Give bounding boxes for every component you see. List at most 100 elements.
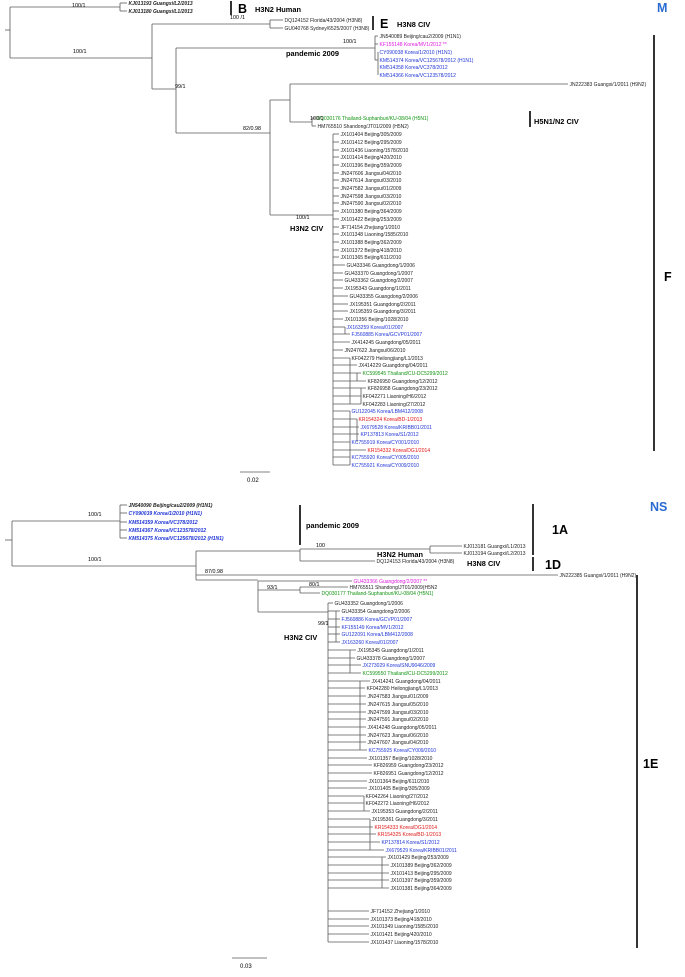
m-leaf-label: JX414229 Guangdong/04/2011 — [359, 363, 428, 369]
m-leaf-label: KM514366 Korea/VC123578/2012 — [380, 73, 457, 79]
ns-leaf-label: KM514375 Korea/VC125678/2012 (H1N1) — [129, 536, 224, 542]
ns-leaf-label: KF826951 Guangdong/12/2012 — [374, 771, 444, 777]
ns-support-h5: 80/1 — [309, 582, 320, 588]
m-leaf-label: JX163259 Korea/01/2007 — [347, 325, 404, 331]
ns-support-civ: 87/0.98 — [205, 569, 223, 575]
ns-leaf-label: JN247599 Jiangsu/03/2010 — [368, 710, 429, 716]
ns-leaf-label: JX195345 Guangdong/1/2011 — [358, 648, 425, 654]
m-support-h3n2civ: 100/1 — [296, 215, 310, 221]
ns-leaf-label: KF155149 Korea/MV1/2012 — [342, 625, 404, 631]
ns-leaf-label: KC599550 Thailand/CU-DC5299/2012 — [363, 671, 448, 677]
m-leaf-label: CY090038 Korea/1/2010 (H1N1) — [380, 50, 453, 56]
m-leaf-label: JX101422 Beijing/253/2009 — [341, 217, 402, 223]
m-leaf-label: JN222383 Guangxi/1/2011 (H9N2) — [570, 82, 647, 88]
m-clade-b-name: H3N2 Human — [255, 5, 301, 14]
ns-leaf-label: GU433366 Guangdong/2/2007 ** — [354, 579, 428, 585]
ns-leaf-label: CY090039 Korea/1/2010 (H1N1) — [129, 511, 203, 517]
m-leaf-label: JX101404 Beijing/305/2009 — [341, 132, 402, 138]
ns-leaf-label: JN540090 Beijing/cau2/2009 (H1N1) — [129, 503, 213, 509]
m-leaf-label: DQ124152 Florida/43/2004 (H3N8) — [285, 18, 363, 24]
m-leaf-label: JX101412 Beijing/295/2009 — [341, 140, 402, 146]
ns-support-human: 100 — [316, 543, 325, 549]
m-support-root: 100/1 — [73, 49, 87, 55]
ns-leaf-label: KF042272 Liaoning/H6/2012 — [366, 801, 430, 807]
ns-leaf-label: KP137814 Korea/S1/2012 — [382, 840, 440, 846]
ns-leaf-label: JN247591 Jiangsu/02/2010 — [368, 717, 429, 723]
m-leaf-label: GU040768 Sydney/6525/2007 (H3N8) — [285, 26, 370, 32]
ns-leaf-label: JN222385 Guangxi/1/2011 (H9N2) — [560, 573, 637, 579]
ns-leaf-label: KJ013194 Guangxi/L2/2013 — [464, 551, 526, 557]
m-leaf-label: GU433355 Guangdong/2/2006 — [350, 294, 419, 300]
panel-ns: JN540090 Beijing/cau2/2009 (H1N1) CY09003… — [5, 500, 667, 970]
ns-clade-1e: 1E — [643, 757, 658, 771]
m-clade-h5n1: H5N1/N2 CIV — [534, 117, 579, 126]
ns-leaf-label: JX101349 Liaoning/1585/2010 — [371, 924, 439, 930]
m-leaf-label: KF826950 Guangdong/12/2012 — [368, 379, 438, 385]
m-leaf-label: JN247598 Jiangsu/03/2010 — [341, 194, 402, 200]
ns-panel-label: NS — [650, 500, 667, 514]
ns-leaf-label: GU433352 Guangdong/1/2006 — [335, 601, 404, 607]
m-leaf-label: JN247606 Jiangsu/04/2010 — [341, 171, 402, 177]
ns-leaf-label: HM765511 Shandong/JT01/2009(H5N2 — [350, 585, 438, 591]
ns-clade-1d: 1D — [545, 558, 561, 572]
ns-leaf-label: KF042280 Heilongjiang/L1/2013 — [367, 686, 439, 692]
m-leaf-label: JX195359 Guangdong/3/2011 — [350, 309, 417, 315]
m-leaf-label: GU122045 Korea/LBM412/2008 — [352, 409, 424, 415]
m-leaf-label: JX679528 Korea/KRIBB01/2011 — [361, 425, 433, 431]
ns-leaf-label: DQ030177 Thailand-Suphanburi/KU-08/04 (H… — [322, 591, 434, 597]
m-leaf-label: JX101372 Beijing/418/2010 — [341, 248, 402, 254]
ns-leaf-label: JX101381 Beijing/364/2009 — [391, 886, 452, 892]
m-tree-branches — [5, 2, 568, 466]
ns-leaf-label: JN247583 Jiangsu/01/2009 — [368, 694, 429, 700]
m-leaf-label: JX101348 Liaoning/1585/2010 — [341, 232, 409, 238]
m-leaf-label: JX101365 Beijing/611/2010 — [341, 255, 402, 261]
m-leaf-label: JF714154 Zhejiang/1/2010 — [341, 225, 401, 231]
m-leaf-label: GU433346 Guangdong/1/2006 — [347, 263, 416, 269]
m-leaf-label: KC755921 Korea/CY009/2010 — [352, 463, 420, 469]
m-leaf-label: JN247582 Jiangsu/01/2009 — [341, 186, 402, 192]
ns-clade-h3n8: H3N8 CIV — [467, 559, 500, 568]
m-leaf-label: GU433362 Guangdong/2/2007 — [345, 278, 414, 284]
ns-leaf-label: JX273029 Korea/SNU9046/2009 — [363, 663, 436, 669]
ns-leaf-label: JX101397 Beijing/359/2009 — [391, 878, 452, 884]
m-leaf-label: JN247590 Jiangsu/02/2010 — [341, 201, 402, 207]
ns-leaf-label: JX101373 Beijing/418/2010 — [371, 917, 432, 923]
m-leaf-label: JX195343 Guangdong/1/2011 — [345, 286, 412, 292]
m-leaf-label: KC599545 Thailand/CU-DC5299/2012 — [363, 371, 448, 377]
ns-leaf-label: JN247615 Jiangsu/05/2010 — [368, 702, 429, 708]
ns-support-h3n2civ: 99/1 — [318, 621, 329, 627]
m-leaf-label: KF042271 Liaoning/H6/2012 — [363, 394, 427, 400]
ns-leaf-label: JX414248 Guangdong/05/2011 — [368, 725, 437, 731]
m-clade-b-letter: B — [238, 2, 247, 16]
ns-support-root: 100/1 — [88, 557, 102, 563]
m-leaf-label: JN540089 Beijing/cau2/2009 (H1N1) — [380, 34, 462, 40]
ns-scale-label: 0.03 — [240, 964, 252, 970]
m-leaf-label: JX195351 Guangdong/2/2011 — [350, 302, 417, 308]
ns-leaf-label: JX195353 Guangdong/2/2011 — [372, 809, 439, 815]
m-leaf-label: JX414245 Guangdong/05/2011 — [352, 340, 421, 346]
m-leaf-label: KJ013193 Guangxi/L2/2013 — [129, 1, 193, 7]
ns-leaf-label: FJ560886 Korea/GCVP01/2007 — [342, 617, 413, 623]
m-support-civ: 82/0.98 — [243, 126, 261, 132]
ns-leaf-label: JX195361 Guangdong/3/2011 — [372, 817, 439, 823]
m-leaf-label: DQ030176 Thailand-Suphanburi/KU-08/04 (H… — [317, 116, 429, 122]
m-leaf-label: KF155148 Korea/MV1/2012 ** — [380, 42, 447, 48]
ns-leaf-labels: JN540090 Beijing/cau2/2009 (H1N1) CY09003… — [129, 503, 637, 946]
ns-leaf-label: KF042264 Liaoning/27/2012 — [366, 794, 429, 800]
m-leaf-label: KC755919 Korea/CY001/2010 — [352, 440, 420, 446]
m-leaf-label: JN247614 Jiangsu/03/2010 — [341, 178, 402, 184]
m-scale-label: 0.02 — [247, 478, 259, 484]
m-leaf-label: KJ013180 Guangxi/L1/2013 — [129, 9, 193, 15]
ns-leaf-label: JX101421 Beijing/420/2010 — [371, 932, 432, 938]
m-leaf-label: KR154324 Korea/BD-1/2013 — [359, 417, 423, 423]
ns-leaf-label: JX101405 Beijing/305/2009 — [369, 786, 430, 792]
m-support-inner: 99/1 — [175, 84, 186, 90]
m-support-e: 100 /1 — [230, 15, 245, 21]
ns-leaf-label: JX101429 Beijing/253/2009 — [388, 855, 449, 861]
m-leaf-label: KP137813 Korea/S1/2012 — [361, 432, 419, 438]
ns-clade-pandemic: pandemic 2009 — [306, 521, 359, 530]
ns-leaf-label: JN247623 Jiangsu/06/2010 — [368, 733, 429, 739]
ns-leaf-label: KR154333 Korea/DG1/2014 — [375, 825, 438, 831]
